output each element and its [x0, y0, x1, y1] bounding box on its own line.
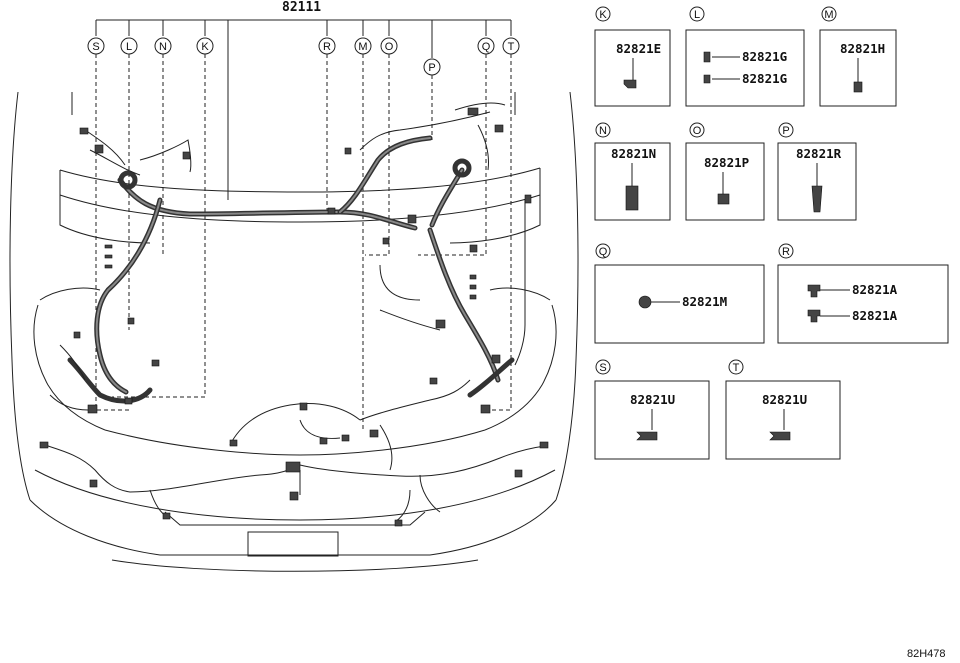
part-letter: R: [782, 246, 790, 258]
connector-icon: [623, 79, 637, 89]
clip-icon: [807, 309, 821, 323]
connector-icon: [717, 193, 730, 205]
part-box-q: Q 82821M: [594, 243, 765, 344]
part-number: 82821R: [796, 146, 842, 161]
part-number: 82821A: [852, 282, 898, 297]
part-number: 82821G: [742, 71, 787, 86]
callout-t: T: [502, 37, 520, 55]
part-number: 82821H: [840, 41, 885, 56]
leader-tree: [95, 19, 512, 200]
part-letter: K: [599, 9, 607, 21]
grommet-icon: [638, 295, 652, 309]
callout-letter: M: [358, 41, 367, 53]
part-number: 82821E: [616, 41, 661, 56]
part-number: 82821U: [630, 392, 675, 407]
callout-letter: Q: [482, 41, 491, 53]
part-box-n: N 82821N: [594, 122, 671, 221]
part-box-s: S 82821U: [594, 359, 710, 460]
connector-icon: [811, 185, 823, 213]
connector-icon: [703, 74, 711, 84]
part-letter: T: [733, 362, 740, 374]
callout-q: Q: [477, 37, 495, 55]
connector-icon: [703, 51, 711, 63]
connector-icon: [853, 81, 863, 93]
part-box-o: O 82821P: [685, 122, 765, 221]
callout-o: O: [380, 37, 398, 55]
callout-k: K: [196, 37, 214, 55]
part-letter: O: [693, 125, 702, 137]
connector-icon: [636, 431, 658, 441]
part-box-r: R 82821A 82821A: [777, 243, 949, 344]
callout-letter: S: [92, 41, 99, 53]
part-letter: M: [824, 9, 833, 21]
callout-p: P: [423, 58, 441, 76]
part-letter: L: [694, 9, 700, 21]
callout-r: R: [318, 37, 336, 55]
connector-icon: [769, 431, 791, 441]
part-number: 82821G: [742, 49, 787, 64]
dashed-leaders: [95, 54, 512, 430]
harness-connectors: [39, 107, 549, 527]
part-box-t: T 82821U: [725, 359, 841, 460]
callout-letter: L: [126, 41, 132, 53]
part-letter: N: [599, 125, 607, 137]
callout-letter: T: [508, 41, 515, 53]
part-box-m: M 82821H: [819, 6, 897, 107]
part-number: 82821A: [852, 308, 898, 323]
part-number: 82821N: [611, 146, 656, 161]
part-letter: P: [782, 125, 789, 137]
clip-icon: [807, 284, 821, 298]
reference-code: 82H478: [907, 648, 946, 660]
part-box-k: K 82821E: [594, 6, 671, 107]
callout-m: M: [354, 37, 372, 55]
part-box-p: P 82821R: [777, 122, 857, 221]
part-letter: S: [599, 362, 606, 374]
secondary-wiring: [44, 102, 546, 523]
part-letter: Q: [599, 246, 608, 258]
vehicle-outline: [9, 91, 579, 572]
part-number: 82821U: [762, 392, 807, 407]
main-part-number: 82111: [282, 0, 321, 15]
callout-letter: R: [323, 41, 331, 53]
callout-letter: P: [428, 62, 435, 74]
callout-s: S: [87, 37, 105, 55]
part-number: 82821P: [704, 155, 749, 170]
connector-icon: [625, 185, 639, 211]
part-box-l: L 82821G 82821G: [685, 6, 805, 107]
callout-letter: K: [201, 41, 209, 53]
callout-l: L: [120, 37, 138, 55]
callout-letter: O: [385, 41, 394, 53]
callout-n: N: [154, 37, 172, 55]
main-harness: [67, 135, 515, 404]
part-number: 82821M: [682, 294, 727, 309]
callout-letter: N: [159, 41, 167, 53]
